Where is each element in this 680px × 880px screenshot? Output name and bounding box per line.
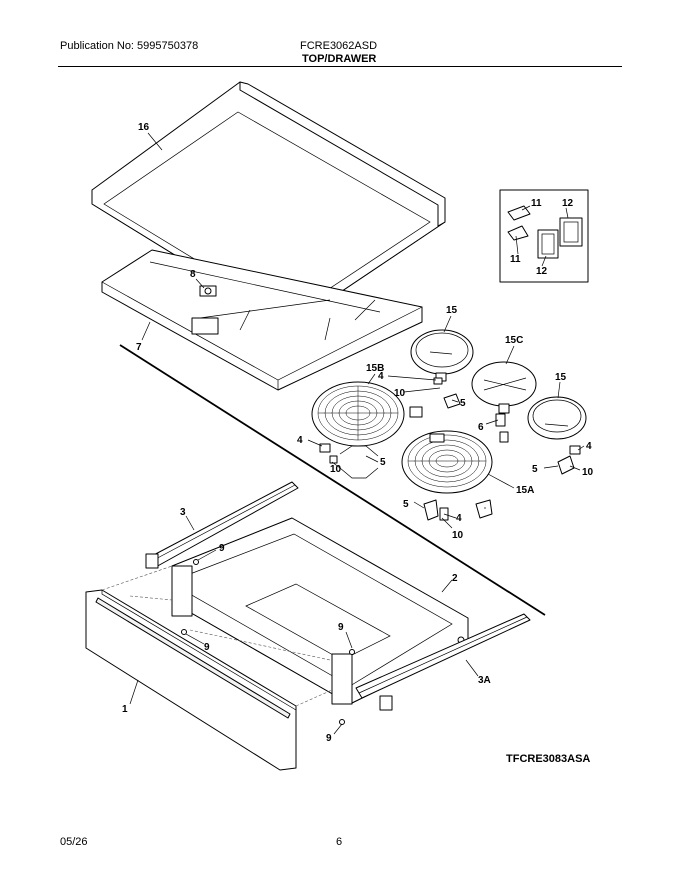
callout-5-a: 5 xyxy=(460,398,466,409)
part-8-switch xyxy=(199,285,217,297)
callout-15-top: 15 xyxy=(446,305,458,316)
callout-3A: 3A xyxy=(478,675,491,686)
callout-9-c: 9 xyxy=(338,622,344,633)
callout-9-b: 9 xyxy=(204,642,210,653)
part-3A-right-slide xyxy=(355,613,531,711)
callout-11-top: 11 xyxy=(531,198,542,209)
callout-7: 7 xyxy=(136,342,142,353)
part-clips-brackets xyxy=(319,377,581,521)
callout-9-d: 9 xyxy=(326,733,332,744)
part-15A-element xyxy=(401,430,493,494)
part-15B-element xyxy=(311,381,405,447)
callout-15C: 15C xyxy=(505,335,523,346)
callout-4-d: 4 xyxy=(456,513,462,524)
callout-10-d: 10 xyxy=(452,530,464,541)
callout-4-c: 4 xyxy=(586,441,592,452)
page-number: 6 xyxy=(336,836,343,848)
footer-date: 05/26 xyxy=(60,836,88,848)
callout-3: 3 xyxy=(180,507,186,518)
publication-number: Publication No: 5995750378 xyxy=(60,40,199,52)
part-main-top-frame xyxy=(101,249,423,391)
callout-15-right: 15 xyxy=(555,372,567,383)
header-rule xyxy=(58,66,622,67)
callout-10-a: 10 xyxy=(394,388,406,399)
callout-11-bottom: 11 xyxy=(510,254,521,265)
callout-leader-lines xyxy=(129,132,585,735)
callout-5-b: 5 xyxy=(380,457,386,468)
part-15-element-right xyxy=(527,396,587,440)
diagram-code: TFCRE3083ASA xyxy=(506,753,591,765)
callout-5-d: 5 xyxy=(403,499,409,510)
callout-10-c: 10 xyxy=(582,467,594,478)
callout-10-b: 10 xyxy=(330,464,342,475)
callout-1: 1 xyxy=(122,704,128,715)
callout-labels: 16 8 7 11 12 11 12 15 15C 15B 4 10 5 15 … xyxy=(122,122,594,744)
callout-12-top: 12 xyxy=(562,198,574,209)
section-title: TOP/DRAWER xyxy=(302,53,377,65)
callout-2: 2 xyxy=(452,573,458,584)
model-number: FCRE3062ASD xyxy=(300,40,378,52)
part-15-element-top xyxy=(410,329,474,382)
callout-15A: 15A xyxy=(516,485,534,496)
part-9-screws xyxy=(181,559,355,725)
callout-16: 16 xyxy=(138,122,150,133)
callout-12-bottom: 12 xyxy=(536,266,548,277)
callout-8: 8 xyxy=(190,269,196,280)
part-3-left-slide xyxy=(145,481,299,569)
part-15C-element xyxy=(471,361,537,414)
callout-9-a: 9 xyxy=(219,543,225,554)
callout-15B: 15B xyxy=(366,363,384,374)
dashed-alignment-lines xyxy=(101,565,333,707)
callout-6: 6 xyxy=(478,422,484,433)
inset-clip-box xyxy=(499,189,589,283)
section-separator-line xyxy=(119,344,546,616)
callout-5-c: 5 xyxy=(532,464,538,475)
callout-4-b: 4 xyxy=(297,435,303,446)
callout-4-a: 4 xyxy=(378,371,384,382)
